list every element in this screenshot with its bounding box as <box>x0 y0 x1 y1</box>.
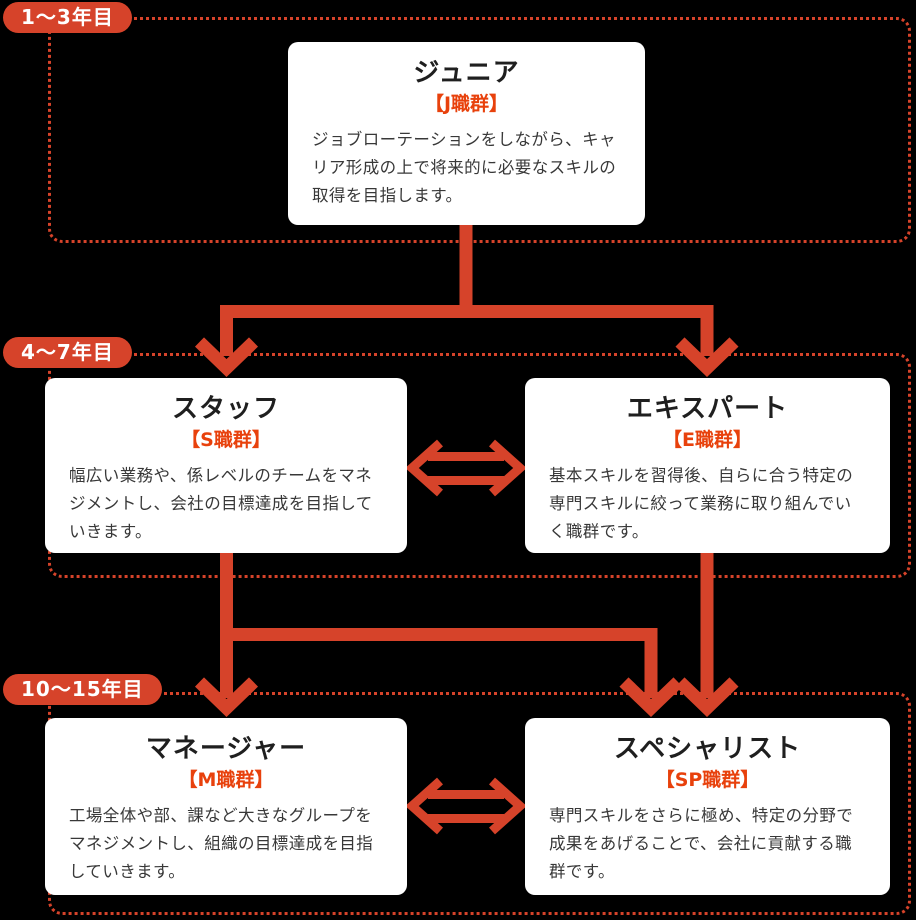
card-staff: スタッフ 【S職群】 幅広い業務や、係レベルのチームをマネジメントし、会社の目標… <box>45 378 407 553</box>
arrow-expert-to-specialist <box>675 553 739 718</box>
card-description: 幅広い業務や、係レベルのチームをマネジメントし、会社の目標達成を目指していきます… <box>69 465 373 542</box>
down-arrow-icon <box>194 337 259 378</box>
down-arrow-icon <box>619 677 683 718</box>
card-title: ジュニア <box>413 58 520 88</box>
card-title: マネージャー <box>145 734 307 764</box>
card-group-label: 【SP職群】 <box>655 769 760 792</box>
arrow-junior-to-row2 <box>194 224 739 378</box>
card-description: 工場全体や部、課など大きなグループをマネジメントし、組織の目標達成を目指していき… <box>69 805 374 882</box>
card-specialist: スペシャリスト 【SP職群】 専門スキルをさらに極め、特定の分野で成果をあげるこ… <box>525 718 890 895</box>
year-badge-4-7: 4〜7年目 <box>3 337 132 368</box>
card-junior: ジュニア 【J職群】 ジョブローテーションをしながら、キャリア形成の上で将来的に… <box>288 42 645 225</box>
card-manager: マネージャー 【M職群】 工場全体や部、課など大きなグループをマネジメントし、組… <box>45 718 407 895</box>
card-title: スペシャリスト <box>613 734 802 764</box>
arrow-staff-to-specialist <box>226 628 683 718</box>
year-badge-10-15: 10〜15年目 <box>3 674 162 705</box>
card-group-label: 【S職群】 <box>181 429 271 452</box>
card-group-label: 【E職群】 <box>663 429 752 452</box>
section-frame-years-1-3 <box>48 17 911 243</box>
double-headed-arrow-icon <box>405 439 527 497</box>
double-headed-arrow-icon <box>405 777 527 835</box>
year-badge-1-3: 1〜3年目 <box>3 2 132 33</box>
down-arrow-icon <box>194 677 259 718</box>
arrow-staff-to-manager <box>194 553 259 718</box>
down-arrow-icon <box>675 677 739 718</box>
card-title: スタッフ <box>171 394 280 424</box>
card-title: エキスパート <box>626 394 789 424</box>
card-description: ジョブローテーションをしながら、キャリア形成の上で将来的に必要なスキルの取得を目… <box>312 129 617 206</box>
card-description: 基本スキルを習得後、自らに合う特定の専門スキルに絞って業務に取り組んでいく職群で… <box>549 465 854 542</box>
down-arrow-icon <box>675 337 739 378</box>
card-expert: エキスパート 【E職群】 基本スキルを習得後、自らに合う特定の専門スキルに絞って… <box>525 378 890 553</box>
card-group-label: 【M職群】 <box>178 769 274 792</box>
card-group-label: 【J職群】 <box>424 93 509 116</box>
card-description: 専門スキルをさらに極め、特定の分野で成果をあげることで、会社に貢献する職群です。 <box>549 805 854 882</box>
